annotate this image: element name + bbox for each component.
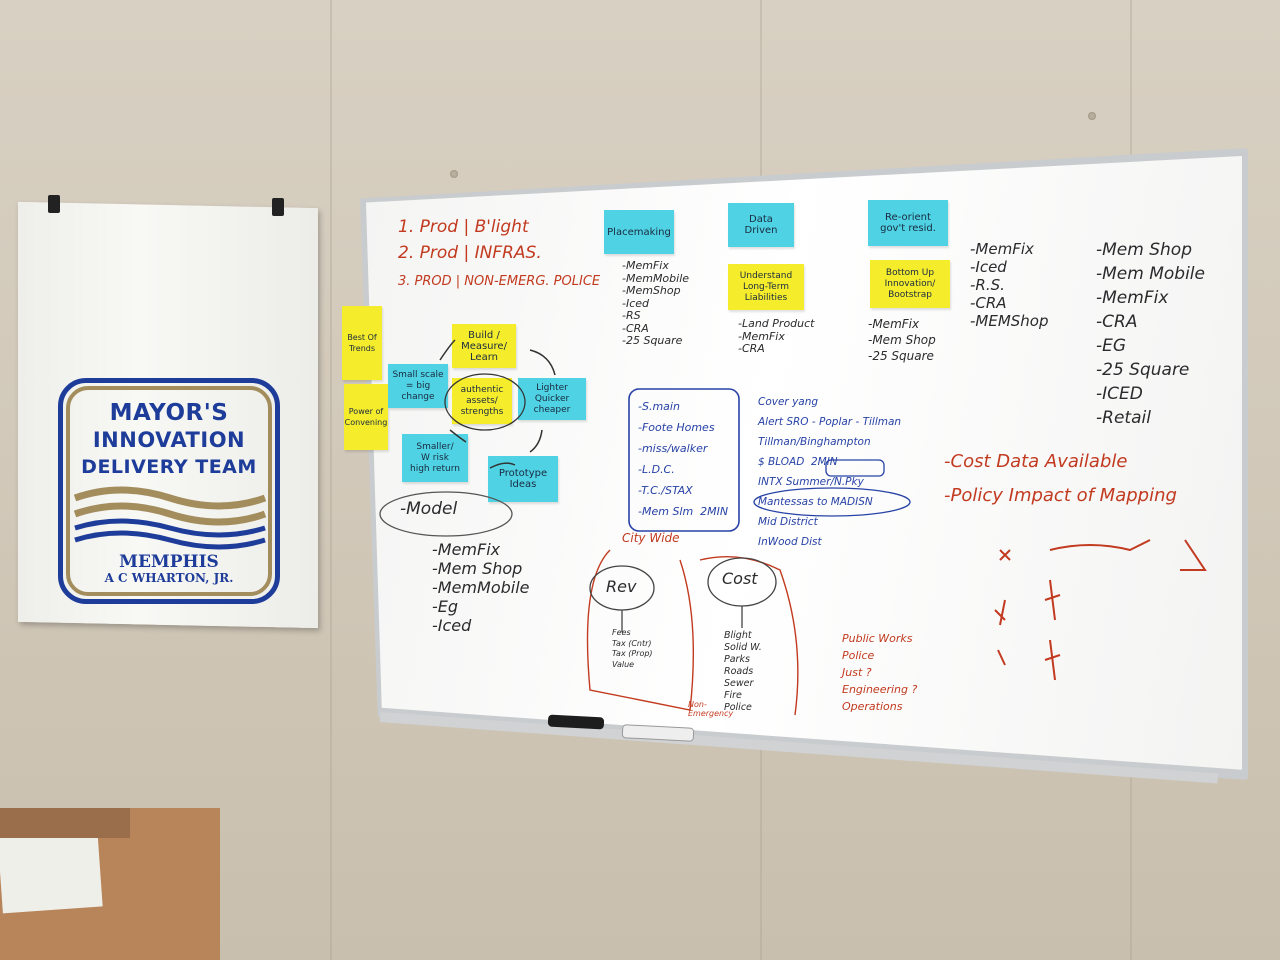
logo-city: MEMPHIS xyxy=(119,552,219,572)
rev-label: Rev xyxy=(606,577,637,596)
model-oval xyxy=(379,491,513,537)
far-right-list: -Mem Shop -Mem Mobile -MemFix -CRA -EG -… xyxy=(1096,240,1205,428)
red-misc-notes: Public Works Police Just ? Engineering ?… xyxy=(842,632,918,713)
cycle-arrows xyxy=(439,339,556,469)
logo-name: A C WHARTON, JR. xyxy=(104,571,234,585)
note-data-driven: Data Driven xyxy=(728,203,794,247)
note-prototype-ideas: Prototype Ideas xyxy=(488,456,558,502)
center-notes-ovals xyxy=(753,459,911,517)
priority-3: 3. PROD | NON-EMERG. POLICE xyxy=(398,274,601,289)
middle-right-list: -MemFix -Iced -R.S. -CRA -MEMShop xyxy=(970,240,1049,330)
note-small-scale: Small scale = big change xyxy=(388,364,448,408)
city-wide-label: City Wide xyxy=(622,531,680,545)
cost-data-available: -Cost Data Available xyxy=(944,451,1128,472)
rev-cost-diagram xyxy=(586,549,799,716)
boxed-list: -S.main -Foote Homes -miss/walker -L.D.C… xyxy=(638,400,729,518)
fees-list: Fees Tax (Cntr) Tax (Prop) Value xyxy=(612,628,653,669)
non-emergency-label: Non- Emergency xyxy=(688,700,734,718)
note-reorient: Re-orient gov't resid. xyxy=(868,200,948,246)
logo-title-line3: DELIVERY TEAM xyxy=(81,456,257,478)
note-power-of-convening: Power of Convening xyxy=(344,384,388,450)
boxed-list-border xyxy=(628,388,740,532)
wall-seam xyxy=(330,0,332,960)
priority-1: 1. Prod | B'light xyxy=(398,217,529,237)
paper-sheet xyxy=(0,826,103,914)
note-smaller-risk: Smaller/ W risk high return xyxy=(402,434,468,482)
logo-outer-border xyxy=(58,378,280,604)
model-label: -Model xyxy=(400,499,458,519)
note-lighter-quicker: Lighter Quicker cheaper xyxy=(518,378,586,420)
note-build-measure-learn: Build / Measure/ Learn xyxy=(452,324,516,368)
note-placemaking: Placemaking xyxy=(604,210,674,254)
placemaking-list: -MemFix -MemMobile -MemShop -Iced -RS -C… xyxy=(622,259,690,347)
box-flap xyxy=(0,808,130,838)
note-understand: Understand Long-Term Liabilities xyxy=(728,264,804,310)
wall-screw xyxy=(450,170,458,178)
logo-title-line1: MAYOR'S xyxy=(109,400,229,426)
center-notes: Cover yang Alert SRO - Poplar - Tillman … xyxy=(758,396,902,548)
policy-impact-mapping: -Policy Impact of Mapping xyxy=(944,485,1177,506)
understand-list: -Land Product -MemFix -CRA xyxy=(738,317,815,356)
cost-label: Cost xyxy=(722,569,758,588)
logo-inner-border xyxy=(66,386,272,596)
bottom-up-list: -MemFix -Mem Shop -25 Square xyxy=(868,317,936,363)
note-authentic-assets: authentic assets/ strengths xyxy=(452,378,512,424)
red-scribbles xyxy=(994,539,1207,681)
wall-screw xyxy=(1088,112,1096,120)
note-bottom-up: Bottom Up Innovation/ Bootstrap xyxy=(870,260,950,308)
note-best-of-trends: Best Of Trends xyxy=(342,306,382,380)
model-list: -MemFix -Mem Shop -MemMobile -Eg -Iced xyxy=(432,540,530,635)
cost-list: Blight Solid W. Parks Roads Sewer Fire P… xyxy=(724,630,762,713)
logo-waves xyxy=(73,486,267,550)
logo-title-line2: INNOVATION xyxy=(92,428,246,452)
binder-clip xyxy=(272,198,284,216)
priority-2: 2. Prod | INFRAS. xyxy=(398,243,542,263)
binder-clip xyxy=(48,195,60,213)
